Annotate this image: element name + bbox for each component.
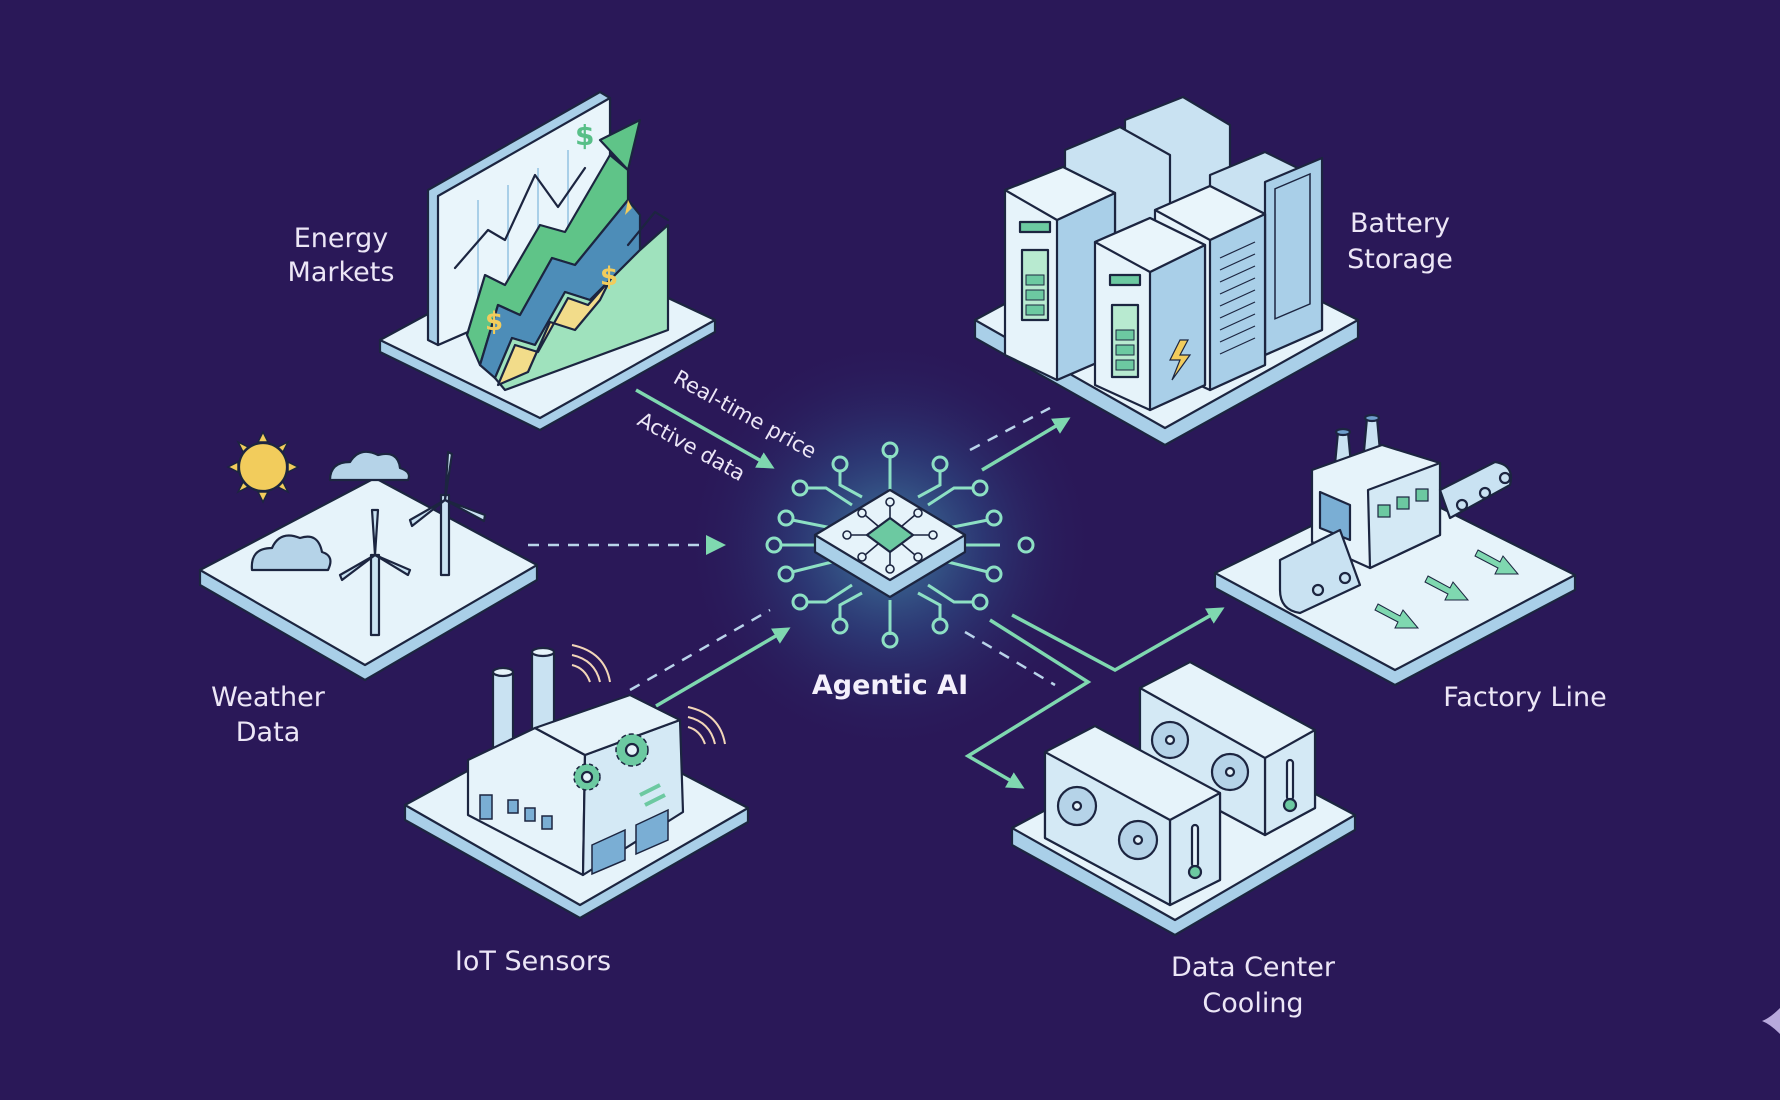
cooling-fan-icon [1010,660,1357,937]
label-data-center-cooling-line2: Cooling [1202,988,1303,1019]
collapse-handle-icon[interactable] [1762,1008,1780,1034]
svg-text:$: $ [600,262,618,292]
label-battery-storage-line1: Battery [1350,208,1450,239]
node-iot-sensors[interactable]: IoT Sensors [403,644,750,977]
node-weather-data[interactable]: Weather Data [198,430,539,748]
edge-factory-line [1011,607,1225,672]
edge-weather-data [528,535,726,555]
wifi-signal-icon [571,644,726,745]
label-energy-markets-line1: Energy [294,223,389,254]
node-battery-storage[interactable]: Battery Storage [973,95,1453,447]
node-data-center-cooling[interactable]: Data Center Cooling [1010,660,1357,1019]
circuit-traces-icon [765,441,1035,649]
label-data-center-cooling-line1: Data Center [1171,952,1336,983]
edge-battery-storage [969,406,1071,472]
lightning-bolt-icon [1169,339,1192,381]
label-battery-storage-line2: Storage [1347,244,1453,275]
edge-data-center-cooling [964,618,1092,789]
node-factory-line[interactable]: Factory Line [1213,413,1607,713]
label-weather-data-line1: Weather [211,682,326,713]
node-energy-markets[interactable]: $ $ $ Energy Markets [288,90,717,432]
label-factory-line: Factory Line [1443,682,1606,713]
svg-text:$: $ [485,307,503,337]
agentic-ai-node[interactable]: Agentic AI [765,441,1035,701]
conveyor-icon [1213,413,1577,687]
edge-iot-sensors [629,608,791,708]
factory-sensor-icon [403,646,750,920]
battery-rack-icon [973,95,1360,447]
label-weather-data-line2: Data [236,717,300,748]
agentic-ai-label: Agentic AI [812,670,968,701]
edge-energy-markets [635,388,775,469]
label-energy-markets-line2: Markets [288,257,395,288]
label-iot-sensors: IoT Sensors [455,946,611,977]
wind-turbine-icon [198,450,539,682]
svg-text:$: $ [575,119,594,152]
sun-icon [226,430,300,504]
chip-core-icon [842,497,938,574]
market-chart-icon: $ $ $ [378,90,717,432]
